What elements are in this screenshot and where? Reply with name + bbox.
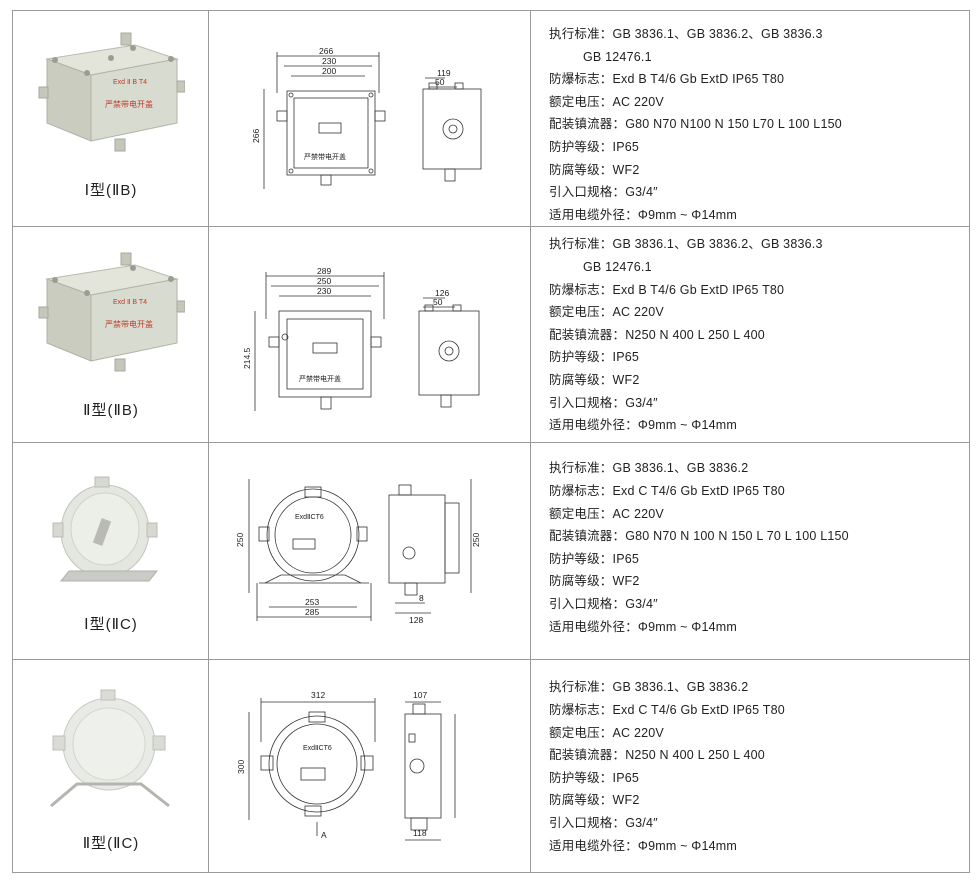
dim-depth-top: 107 — [413, 690, 427, 700]
spec-item: 引入口规格：G3/4″ — [549, 395, 658, 410]
spec-item: 额定电压：AC 220V — [549, 305, 664, 320]
dimension-drawing: 289 250 230 214.5 126 50 严禁带电开盖 — [242, 266, 480, 412]
spec-item: 引入口规格：G3/4″ — [549, 815, 658, 830]
product-photo-cell: Ⅱ型(ⅡC) — [12, 659, 209, 874]
spec-list: 执行标准：GB 3836.1、GB 3836.2、GB 3836.3 GB 12… — [549, 233, 969, 436]
product-spec-table: Exd Ⅱ B T4 严禁带电开盖 Ⅰ型(ⅡB) — [12, 9, 970, 874]
spec-list: 执行标准：GB 3836.1、GB 3836.2 防爆标志：Exd C T4/6… — [549, 676, 969, 857]
dim-height: 214.5 — [242, 348, 252, 370]
spec-item: 防护等级：IP65 — [549, 551, 640, 566]
spec-item: 防腐等级：WF2 — [549, 574, 640, 589]
drawing-front-text: 严禁带电开盖 — [299, 374, 341, 383]
dimension-drawing-cell: 289 250 230 214.5 126 50 严禁带电开盖 — [208, 226, 531, 444]
dimension-drawing-cell: 312 300 107 118 A ExdⅡCT6 — [208, 659, 531, 874]
dimension-drawing: 250 253 285 250 8 128 ExdⅡCT6 — [235, 479, 481, 625]
spec-item: 执行标准：GB 3836.1、GB 3836.2 — [549, 461, 749, 476]
spec-item: 额定电压：AC 220V — [549, 94, 664, 109]
spec-item: 配装镇流器：G80 N70 N100 N 150 L70 L 100 L150 — [549, 117, 842, 132]
dimension-drawing: 266 230 200 266 119 50 严禁带电开盖 — [251, 46, 482, 189]
photo-marking-label: Exd Ⅱ B T4 — [113, 79, 147, 86]
spec-text-cell: 执行标准：GB 3836.1、GB 3836.2 防爆标志：Exd C T4/6… — [530, 442, 970, 661]
dim-depth-bottom: 118 — [413, 828, 427, 838]
spec-item: 配装镇流器：N250 N 400 L 250 L 400 — [549, 327, 765, 342]
drawing-front-text: 严禁带电开盖 — [304, 152, 346, 161]
spec-item: 额定电压：AC 220V — [549, 725, 664, 740]
spec-item: 防腐等级：WF2 — [549, 793, 640, 808]
spec-item: 引入口规格：G3/4″ — [549, 185, 658, 200]
dim-depth: 119 — [437, 68, 451, 78]
dim-depth-inner: 50 — [435, 77, 445, 87]
spec-item: 引入口规格：G3/4″ — [549, 596, 658, 611]
product-photo-cell: Ⅰ型(ⅡC) — [12, 442, 209, 661]
spec-item: 执行标准：GB 3836.1、GB 3836.2、GB 3836.3 — [549, 27, 823, 41]
spec-item: 执行标准：GB 3836.1、GB 3836.2、GB 3836.3 — [549, 237, 823, 252]
dim-width-mid: 230 — [322, 56, 336, 66]
spec-item: 防爆标志：Exd C T4/6 Gb ExtD IP65 T80 — [549, 483, 785, 498]
product-photo-cell: Exd Ⅱ B T4 严禁带电开盖 Ⅰ型(ⅡB) — [12, 9, 209, 228]
section-marker: A — [321, 830, 327, 840]
dim-width-inner: 200 — [322, 66, 336, 76]
spec-item: 防腐等级：WF2 — [549, 162, 640, 177]
product-row: Exd Ⅱ B T4 严禁带电开盖 Ⅱ型(ⅡB) — [12, 226, 970, 444]
dim-width-inner: 230 — [317, 286, 331, 296]
product-photo-cell: Exd Ⅱ B T4 严禁带电开盖 Ⅱ型(ⅡB) — [12, 226, 209, 444]
spec-item: 防护等级：IP65 — [549, 139, 640, 154]
spec-sheet: Exd Ⅱ B T4 严禁带电开盖 Ⅰ型(ⅡB) — [12, 9, 970, 874]
spec-list: 执行标准：GB 3836.1、GB 3836.2 防爆标志：Exd C T4/6… — [549, 457, 969, 638]
spec-item: 防爆标志：Exd B T4/6 Gb ExtD IP65 T80 — [549, 282, 785, 297]
spec-item: GB 12476.1 — [583, 49, 652, 64]
product-row: Ⅱ型(ⅡC) — [12, 659, 970, 874]
dim-width-overall: 289 — [317, 266, 331, 276]
spec-item: 配装镇流器：G80 N70 N 100 N 150 L 70 L 100 L15… — [549, 529, 849, 544]
dim-base-overall: 285 — [305, 607, 319, 617]
spec-item: 防护等级：IP65 — [549, 770, 640, 785]
dimension-drawing-cell: 266 230 200 266 119 50 严禁带电开盖 — [208, 9, 531, 228]
spec-item: GB 12476.1 — [583, 259, 652, 274]
spec-item: 执行标准：GB 3836.1、GB 3836.2 — [549, 680, 749, 695]
drawing-front-text: ExdⅡCT6 — [303, 745, 332, 752]
spec-list: 执行标准：GB 3836.1、GB 3836.2、GB 3836.3 GB 12… — [549, 23, 969, 226]
dimension-drawing-cell: 250 253 285 250 8 128 ExdⅡCT6 — [208, 442, 531, 661]
junction-box-photo: Exd Ⅱ B T4 严禁带电开盖 — [38, 32, 185, 152]
spec-text-cell: 执行标准：GB 3836.1、GB 3836.2、GB 3836.3 GB 12… — [530, 226, 970, 444]
dim-width: 312 — [311, 690, 325, 700]
dim-base-inner: 253 — [305, 597, 319, 607]
model-label: Ⅱ型(ⅡB) — [83, 402, 139, 420]
model-label: Ⅰ型(ⅡC) — [84, 616, 138, 634]
model-label: Ⅱ型(ⅡC) — [82, 835, 140, 853]
model-label: Ⅰ型(ⅡB) — [84, 182, 138, 199]
photo-marking-label: Exd Ⅱ B T4 — [113, 299, 147, 306]
dim-height: 266 — [251, 129, 261, 143]
spec-item: 防护等级：IP65 — [549, 350, 640, 365]
dim-depth-inner: 50 — [433, 297, 443, 307]
dim-depth: 126 — [435, 288, 449, 298]
spec-item: 适用电缆外径：Φ9mm ~ Φ14mm — [549, 418, 738, 433]
round-junction-box-photo — [50, 689, 170, 808]
spec-item: 防爆标志：Exd B T4/6 Gb ExtD IP65 T80 — [549, 72, 785, 87]
spec-item: 防腐等级：WF2 — [549, 372, 640, 387]
dim-width-mid: 250 — [317, 276, 331, 286]
dim-depth: 128 — [409, 615, 423, 625]
spec-item: 防爆标志：Exd C T4/6 Gb ExtD IP65 T80 — [549, 702, 785, 717]
junction-box-photo: Exd Ⅱ B T4 严禁带电开盖 — [38, 252, 185, 372]
spec-text-cell: 执行标准：GB 3836.1、GB 3836.2 防爆标志：Exd C T4/6… — [530, 659, 970, 874]
round-junction-box-photo — [52, 476, 159, 582]
spec-item: 配装镇流器：N250 N 400 L 250 L 400 — [549, 748, 765, 763]
dim-flange: 8 — [419, 593, 424, 603]
drawing-front-text: ExdⅡCT6 — [295, 514, 324, 521]
spec-item: 适用电缆外径：Φ9mm ~ Φ14mm — [549, 838, 738, 853]
spec-item: 适用电缆外径：Φ9mm ~ Φ14mm — [549, 619, 738, 634]
product-row: Exd Ⅱ B T4 严禁带电开盖 Ⅰ型(ⅡB) — [12, 9, 970, 228]
photo-warning-label: 严禁带电开盖 — [105, 319, 153, 329]
spec-item: 额定电压：AC 220V — [549, 506, 664, 521]
dimension-drawing: 312 300 107 118 A ExdⅡCT6 — [236, 690, 456, 841]
spec-item: 适用电缆外径：Φ9mm ~ Φ14mm — [549, 207, 738, 222]
dim-height: 250 — [235, 533, 245, 547]
product-row: Ⅰ型(ⅡC) — [12, 442, 970, 661]
dim-side-height: 250 — [471, 533, 481, 547]
spec-text-cell: 执行标准：GB 3836.1、GB 3836.2、GB 3836.3 GB 12… — [530, 9, 970, 228]
photo-warning-label: 严禁带电开盖 — [105, 99, 153, 109]
dim-width-overall: 266 — [319, 46, 333, 56]
dim-height: 300 — [236, 760, 246, 774]
